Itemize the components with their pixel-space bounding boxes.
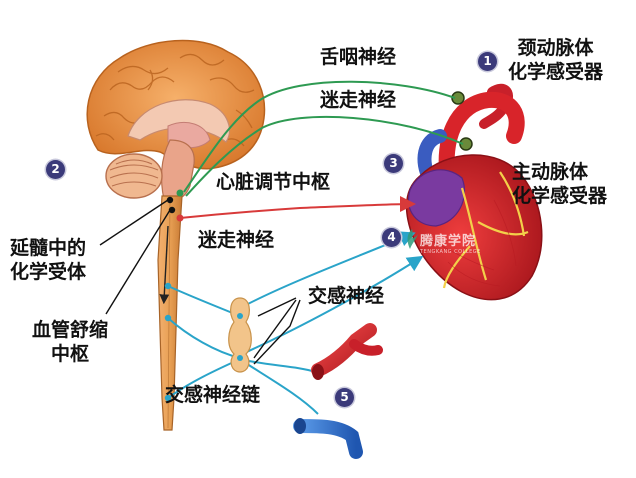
heart-muscle-texture <box>429 199 517 287</box>
blood-vessel-vein <box>293 418 363 459</box>
cortex-folds <box>95 53 255 147</box>
heart-atrium <box>408 169 466 227</box>
label-sympathetic-chain: 交感神经链 <box>165 384 261 406</box>
aortic-body-node <box>459 137 473 151</box>
sympathetic-nodes <box>164 282 172 402</box>
watermark-title: 腾康学院 <box>420 234 477 249</box>
label-glossopharyngeal-nerve: 舌咽神经 <box>320 46 397 68</box>
label-carotid-chemoreceptor: 颈动脉体 化学感受器 <box>508 37 604 83</box>
coronary-vessels <box>442 171 529 289</box>
label-vasomotor-center: 血管舒缩 中枢 <box>32 319 109 365</box>
heart <box>405 83 543 301</box>
blood-vessel-artery <box>311 323 383 380</box>
brain <box>86 39 266 201</box>
badge-1: 1 <box>478 52 497 71</box>
watermark: 腾康学院 TENGKANG COLLEGE <box>407 229 530 255</box>
vagus-afferent-path <box>185 115 464 197</box>
label-cardiac-center: 心脏调节中枢 <box>216 171 331 193</box>
label-vagus-nerve-efferent: 迷走神经 <box>198 229 275 251</box>
watermark-logo-icon <box>407 229 418 249</box>
cerebellum <box>105 153 163 199</box>
spinal-cord <box>157 195 183 431</box>
medulla-markers <box>99 189 184 315</box>
badge-4: 4 <box>382 228 401 247</box>
label-medulla-chemoreceptor: 延髓中的 化学受体 <box>10 237 87 283</box>
badge-3: 3 <box>384 154 403 173</box>
glossopharyngeal-nerve-path <box>183 80 456 193</box>
badge-2: 2 <box>46 160 65 179</box>
label-vagus-nerve-afferent: 迷走神经 <box>320 89 397 111</box>
watermark-subtitle: TENGKANG COLLEGE <box>420 249 481 255</box>
aortic-arch <box>438 91 525 186</box>
label-sympathetic-nerve: 交感神经 <box>308 285 385 307</box>
vagus-efferent-path <box>179 196 416 219</box>
badge-5: 5 <box>335 388 354 407</box>
carotid-body-node <box>451 91 465 105</box>
label-leader-lines <box>253 297 301 365</box>
sympathetic-ganglion-chain <box>228 297 252 373</box>
label-aortic-chemoreceptor: 主动脉体 化学感受器 <box>512 161 608 207</box>
